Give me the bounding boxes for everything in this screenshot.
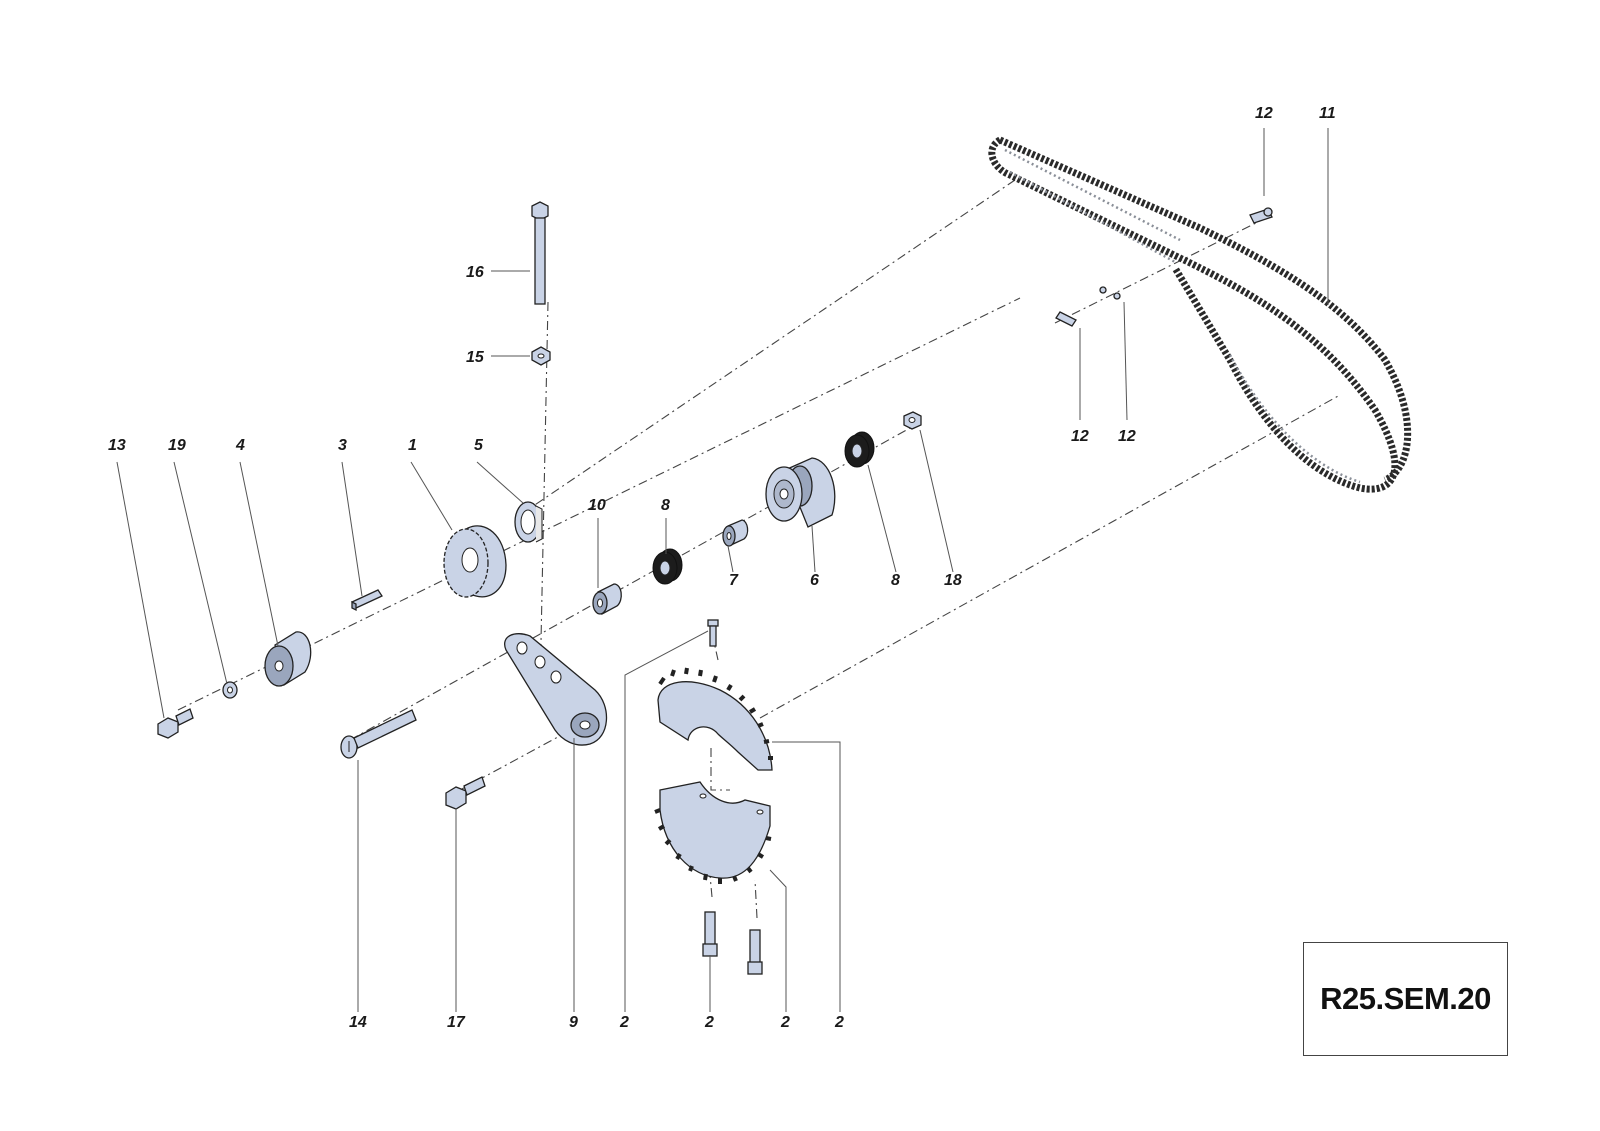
- callout-9: 9: [569, 1014, 578, 1031]
- key: [351, 589, 383, 612]
- callout-2-a: 2: [619, 1014, 629, 1031]
- callout-16: 16: [466, 264, 484, 281]
- socket-screws: [702, 911, 763, 975]
- split-sprocket-lower: [654, 781, 772, 884]
- callout-2-d: 2: [834, 1014, 844, 1031]
- spacer-sleeve: [722, 519, 749, 547]
- callout-13: 13: [108, 437, 126, 454]
- callout-7: 7: [729, 572, 739, 589]
- hex-bolt-small: [157, 708, 194, 739]
- callout-12-top: 12: [1255, 105, 1273, 122]
- double-pulley: [765, 457, 836, 528]
- reference-code: R25.SEM.20: [1320, 981, 1491, 1016]
- callout-15: 15: [466, 349, 485, 366]
- bearing-left: [652, 548, 683, 585]
- callout-3: 3: [338, 437, 347, 454]
- callout-labels: 16 15 13 19 4 3 1 5 10 8 7 6 8 18 12 11 …: [108, 105, 1336, 1031]
- callout-6: 6: [810, 572, 819, 589]
- callout-2-b: 2: [704, 1014, 714, 1031]
- split-sprocket-upper: [657, 619, 773, 771]
- hex-bolt-mid: [445, 776, 486, 810]
- spacer-roller: [264, 631, 312, 687]
- callout-8-right: 8: [891, 572, 900, 589]
- callout-10: 10: [588, 497, 606, 514]
- bushing: [592, 583, 622, 615]
- leader-lines: [116, 128, 1329, 1012]
- hex-nut: [531, 346, 551, 366]
- chain-link-parts: [1055, 207, 1273, 327]
- shoulder-bolt: [340, 709, 417, 759]
- callout-8-left: 8: [661, 497, 670, 514]
- washer-small: [222, 681, 238, 699]
- callout-17: 17: [447, 1014, 466, 1031]
- ring-washer: [514, 501, 543, 543]
- drive-sprocket: [443, 525, 507, 598]
- callout-11: 11: [1319, 105, 1336, 122]
- long-bolt: [531, 201, 549, 305]
- callout-2-c: 2: [780, 1014, 790, 1031]
- callout-12-left: 12: [1071, 428, 1089, 445]
- drive-chain: [988, 136, 1412, 493]
- callout-19: 19: [168, 437, 186, 454]
- callout-12-right: 12: [1118, 428, 1136, 445]
- callout-4: 4: [235, 437, 245, 454]
- bearing-right: [844, 431, 875, 468]
- nut-right: [903, 411, 922, 430]
- tensioner-arm: [504, 633, 608, 746]
- reference-code-box: R25.SEM.20: [1303, 942, 1508, 1056]
- callout-18: 18: [944, 572, 962, 589]
- callout-5: 5: [474, 437, 484, 454]
- callout-14: 14: [349, 1014, 367, 1031]
- callout-1: 1: [408, 437, 417, 454]
